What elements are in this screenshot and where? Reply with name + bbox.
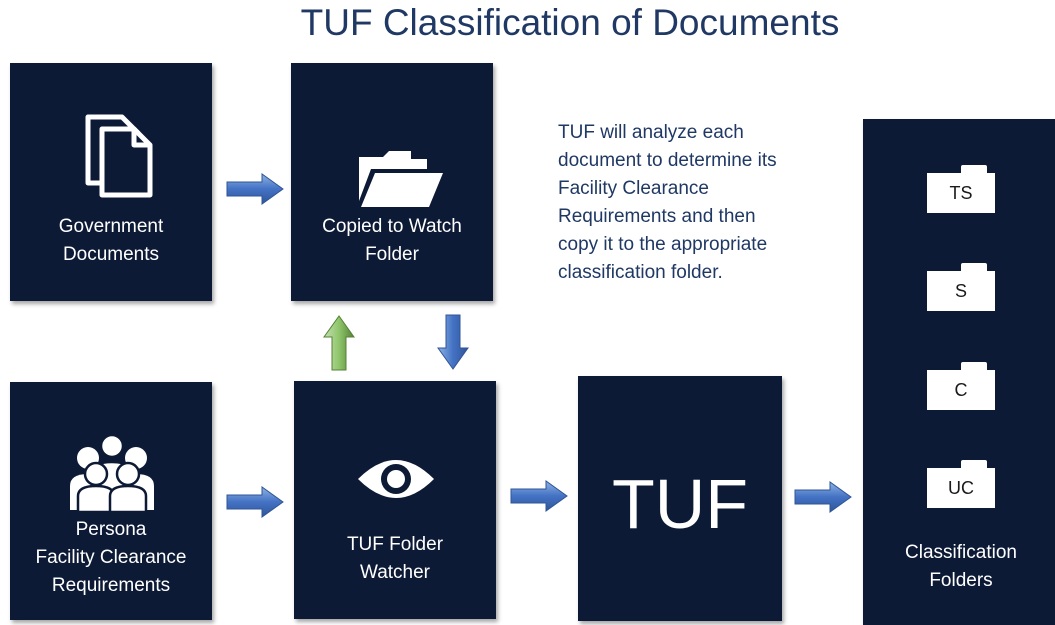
watch-folder-label: Copied to Watch Folder [322,216,462,265]
folder-s-label: S [927,271,995,311]
up-arrow-icon [323,315,355,371]
right-arrow-icon [510,480,568,512]
folder-uc-label: UC [927,468,995,508]
diagram-title: TUF Classification of Documents [300,2,840,43]
folder-c-label: C [927,370,995,410]
tuf-box: TUF [578,376,782,621]
folder-tab [961,263,987,271]
right-arrow-icon [794,481,852,513]
eye-icon [358,460,434,498]
classification-folders-label: Classification Folders [905,542,1017,591]
folder-tab [961,460,987,468]
watch-folder-box: Copied to Watch Folder [291,63,493,301]
government-documents-label: Government Documents [58,216,164,265]
tuf-label: TUF [611,465,749,543]
process-description: TUF will analyze each document to determ… [558,122,777,283]
folder-tab [961,362,987,370]
right-arrow-icon [226,486,284,518]
persona-label: Persona Facility Clearance Requirements [35,519,187,596]
down-arrow-icon [437,314,469,370]
documents-icon [85,114,153,198]
classification-folders-box: TS S C UC Classification Folders [863,119,1055,625]
government-documents-box: Government Documents [10,63,212,301]
folder-watcher-label: TUF Folder Watcher [346,534,444,583]
folder-tab [961,165,987,173]
right-arrow-icon [226,173,284,205]
folder-ts-label: TS [927,173,995,213]
open-folder-icon [359,151,443,207]
people-group-icon [70,434,154,512]
folder-watcher-box: TUF Folder Watcher [294,381,496,619]
persona-box: Persona Facility Clearance Requirements [10,382,212,620]
